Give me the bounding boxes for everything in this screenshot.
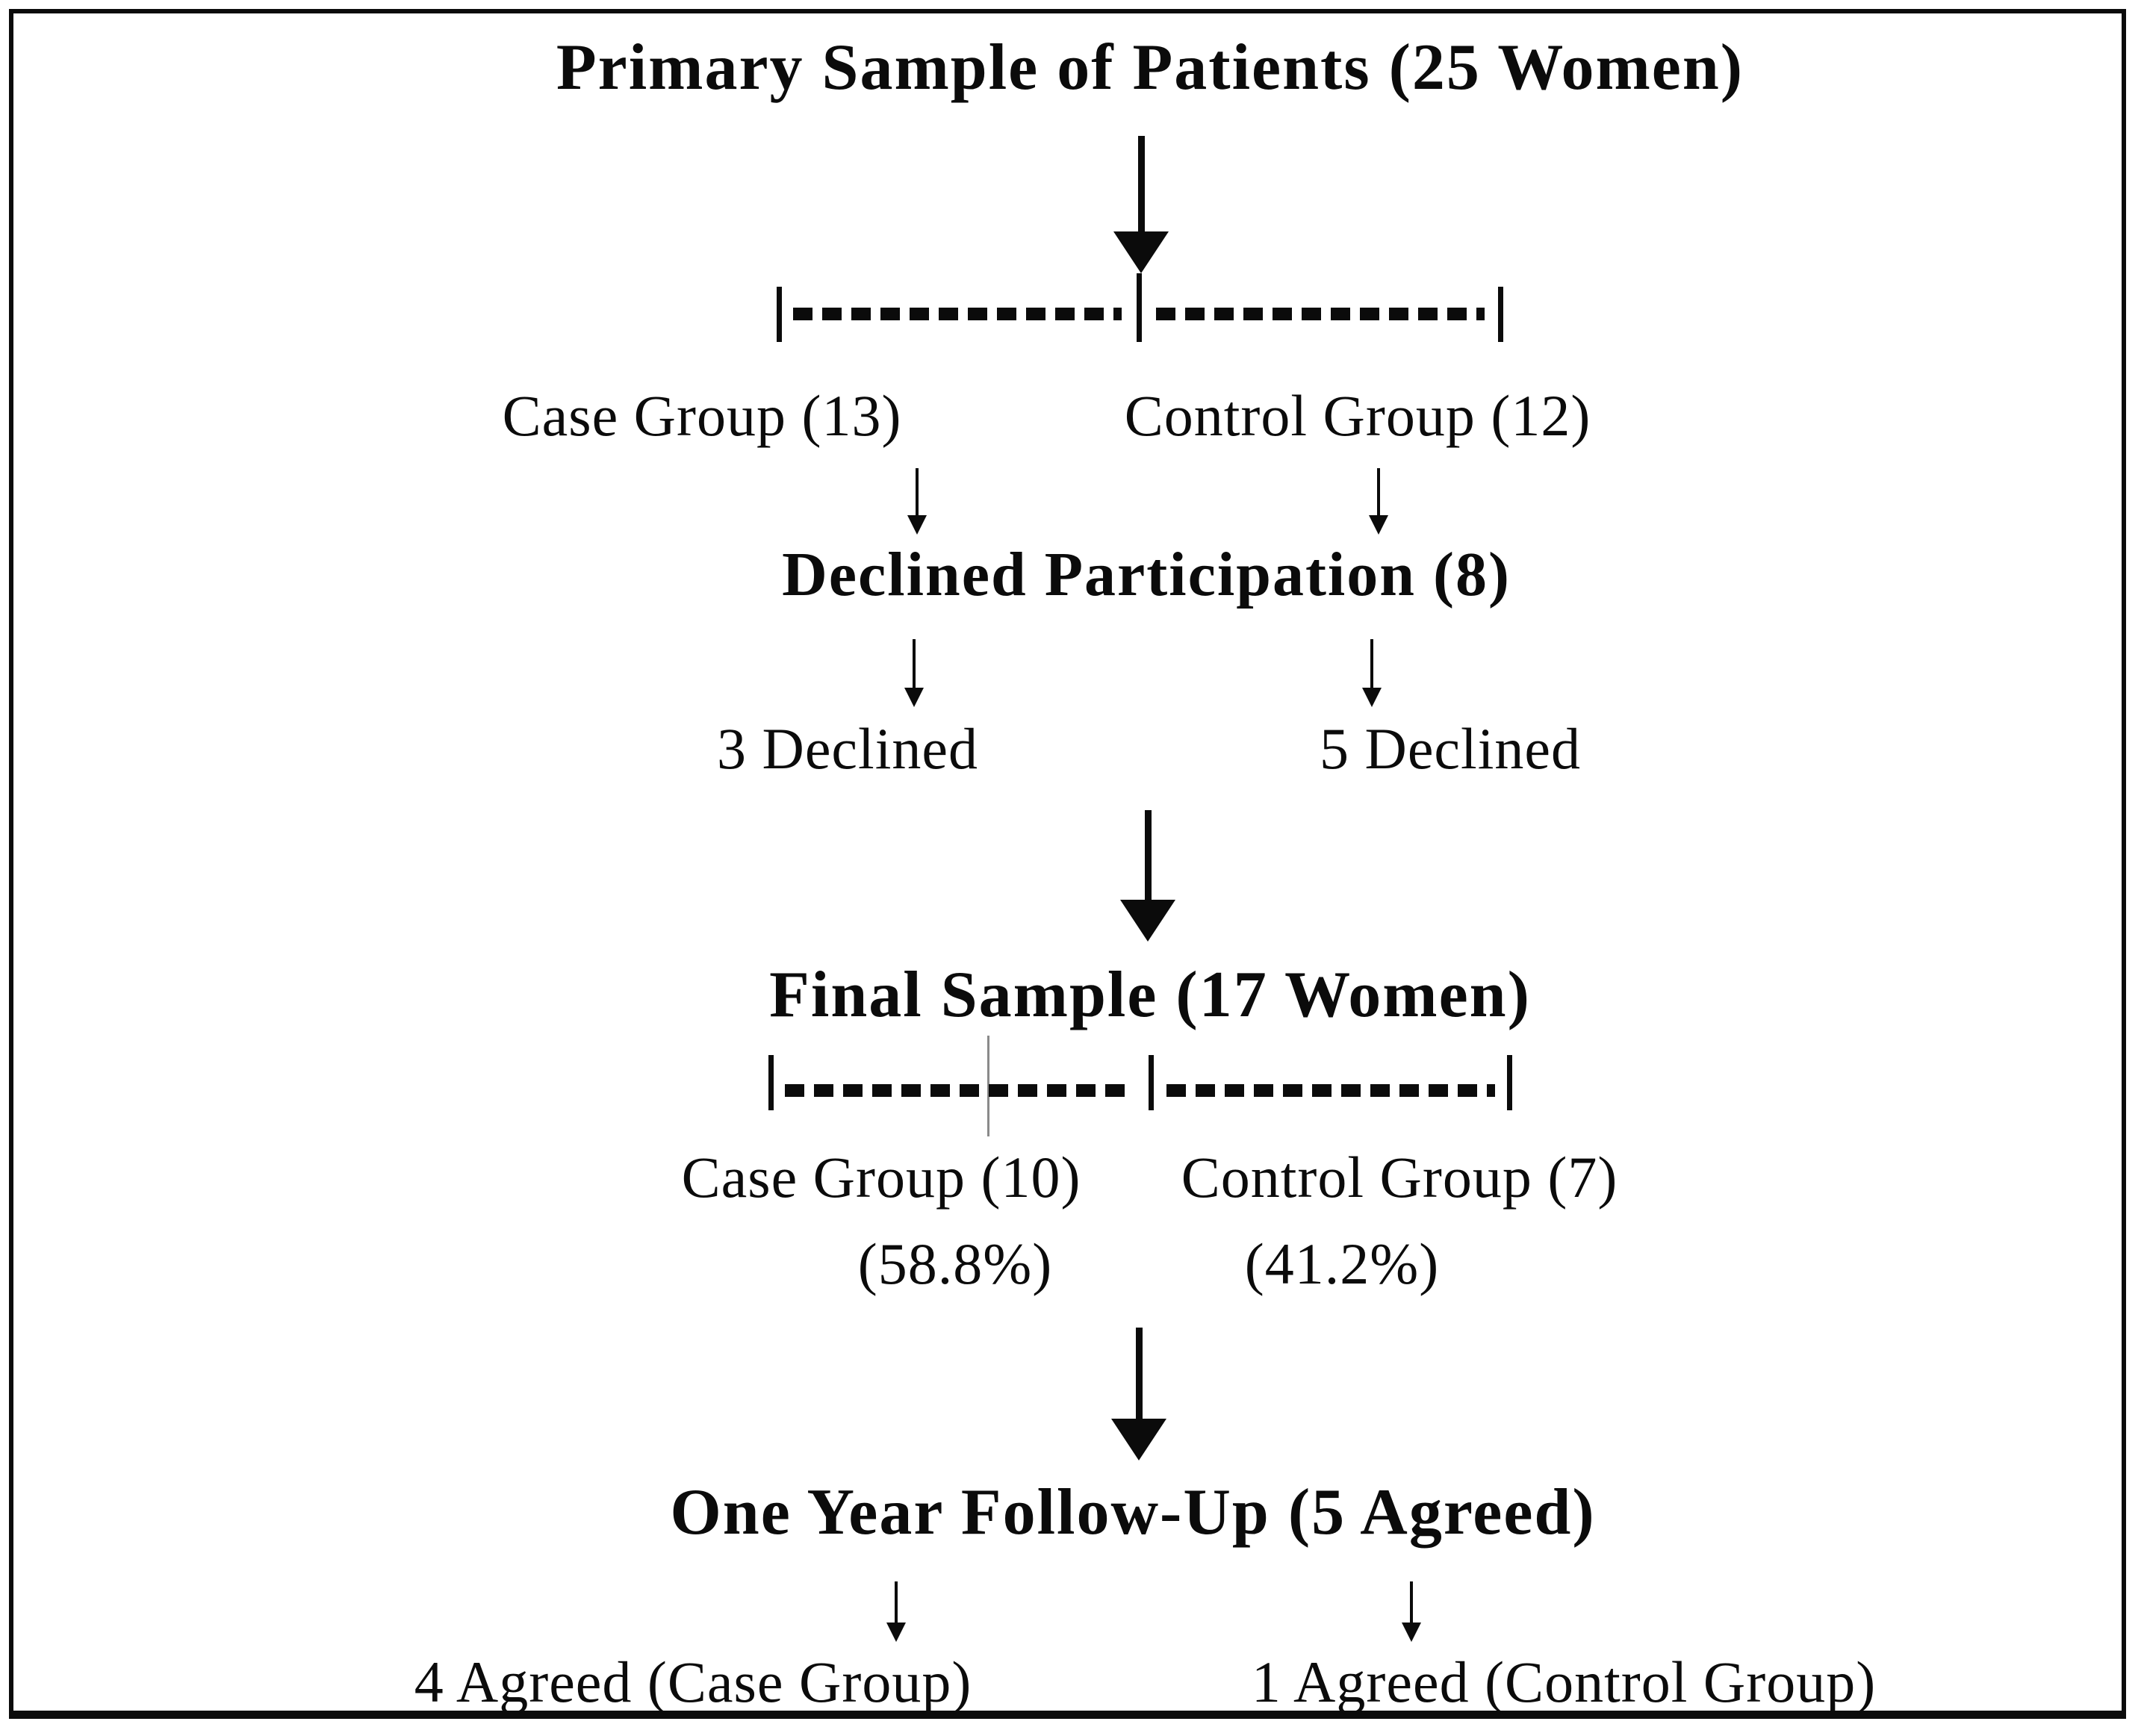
divider-pipe: [1507, 1055, 1512, 1110]
case-agreed-label: 4 Agreed (Case Group): [414, 1649, 972, 1714]
case-group-13-label: Case Group (13): [502, 383, 902, 448]
control-declined-label: 5 Declined: [1319, 716, 1582, 781]
follow-up-heading: One Year Follow-Up (5 Agreed): [670, 1476, 1596, 1549]
case-group-10-label: Case Group (10): [681, 1145, 1081, 1210]
case-percent-label: (58.8%): [857, 1231, 1053, 1296]
final-sample-heading: Final Sample (17 Women): [769, 959, 1531, 1031]
case-declined-label: 3 Declined: [716, 716, 979, 781]
divider-dashes: [1166, 1084, 1495, 1097]
divider-pipe: [777, 287, 782, 342]
primary-sample-title: Primary Sample of Patients (25 Women): [556, 31, 1744, 104]
control-percent-label: (41.2%): [1244, 1231, 1440, 1296]
divider-dashes: [785, 1084, 1128, 1097]
divider-pipe: [1137, 273, 1142, 342]
divider-pipe: [1498, 287, 1503, 342]
divider-pipe: [1149, 1055, 1154, 1110]
figure-border: [9, 9, 2126, 1719]
control-agreed-label: 1 Agreed (Control Group): [1251, 1649, 1877, 1714]
control-group-7-label: Control Group (7): [1181, 1145, 1618, 1210]
divider-pipe: [768, 1055, 774, 1110]
declined-participation-heading: Declined Participation (8): [782, 540, 1511, 609]
divider-dashes: [793, 308, 1122, 320]
control-group-12-label: Control Group (12): [1124, 383, 1591, 448]
divider-dashes: [1156, 308, 1485, 320]
